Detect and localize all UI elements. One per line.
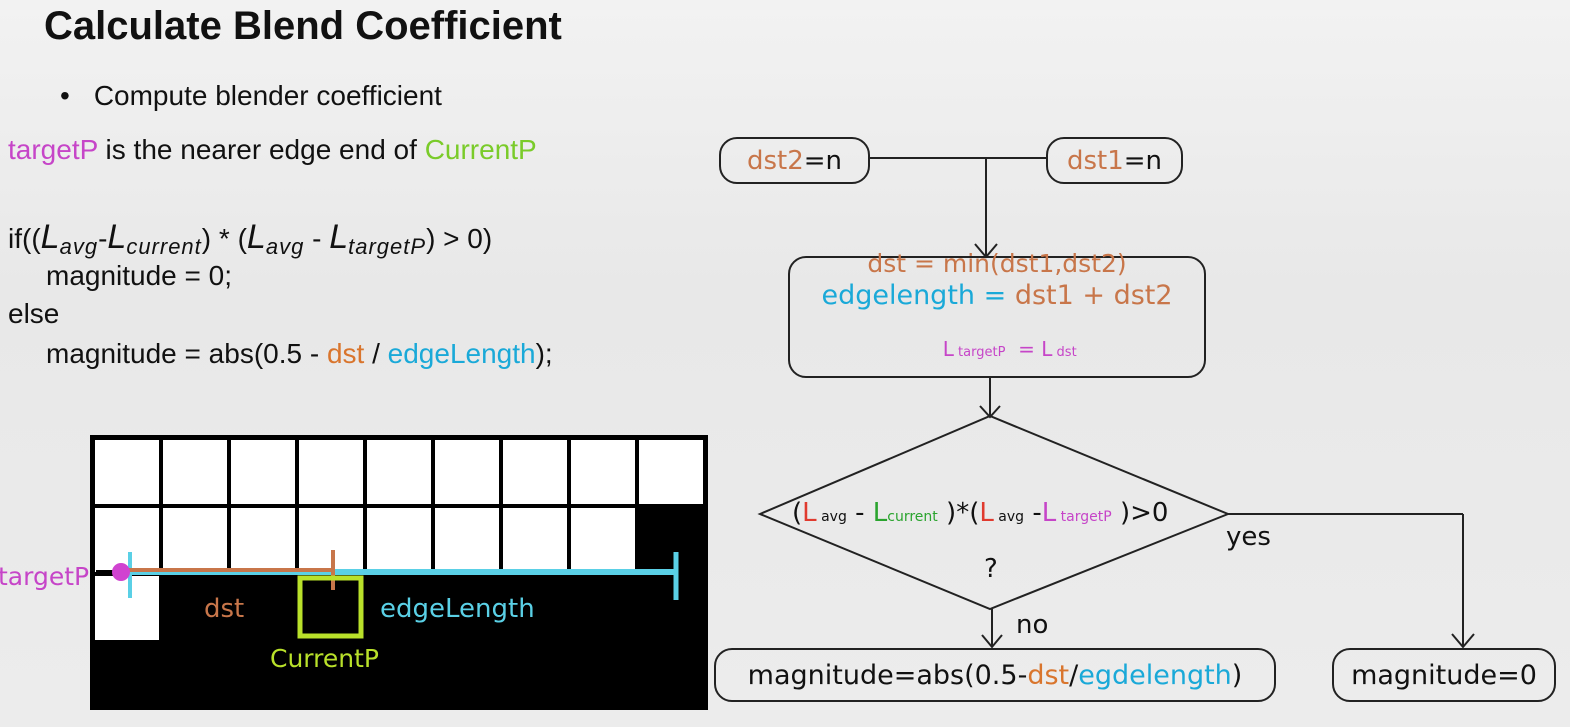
condition-expression: (L avg - Lcurrent )*(L avg -L targetP )>… (792, 498, 1168, 528)
calc-edge-eq: = (975, 280, 1015, 311)
calc-edge-word: edgelength (821, 280, 976, 311)
code-mid: ) * ( (201, 223, 247, 254)
code-line-else: else (8, 298, 60, 329)
code-l-avg-2: L (246, 218, 266, 256)
no-label: no (1016, 610, 1049, 640)
dst1-label: dst1 (1066, 145, 1124, 176)
calc-line-ltarget: L targetP = L dst (917, 313, 1077, 385)
cond-close: )>0 (1111, 498, 1169, 528)
bullet-marker: • (60, 80, 70, 111)
description-line: targetP is the nearer edge end of Curren… (8, 134, 537, 166)
code-minus-2: - (304, 223, 330, 254)
condition-question: ? (984, 554, 998, 584)
cond-sub-current: current (887, 509, 938, 525)
cond-mid: )*( (937, 498, 980, 528)
dst2-label: dst2 (746, 145, 804, 176)
description-middle: is the nearer edge end of (97, 134, 425, 165)
mag-abs-slash: / (1069, 659, 1079, 691)
code-abs-edge: edgeLength (387, 338, 536, 369)
cond-open: ( (792, 498, 803, 528)
code-l-current: L (107, 218, 127, 256)
dst1-box: dst1=n (1046, 137, 1183, 184)
grid-target-label: targetP (0, 562, 89, 591)
calc-line-edgelength: edgelength = dst1 + dst2 (821, 280, 1172, 311)
grid-edge-label: edgeLength (380, 594, 535, 624)
yes-label: yes (1226, 522, 1271, 552)
target-point-dot (112, 563, 130, 581)
calc-sub-target: targetP (953, 345, 1006, 360)
code-abs-dst: dst (326, 338, 365, 369)
cond-sub-avg: avg (816, 509, 847, 525)
mag-abs-prefix: magnitude=abs(0.5- (747, 659, 1028, 691)
calc-edge-sum: dst1 + dst2 (1014, 280, 1173, 311)
mag-abs-edge: egdelength (1078, 659, 1232, 691)
code-abs-prefix: magnitude = abs(0.5 - (46, 338, 327, 369)
current-cell-marker (297, 575, 364, 639)
white-cells (95, 440, 703, 640)
code-if-suffix: ) > 0) (426, 223, 493, 254)
grid-current-label: CurrentP (270, 644, 379, 673)
cond-l-target: L (1041, 498, 1057, 528)
dst1-value: =n (1123, 145, 1163, 176)
code-l-avg: L (40, 218, 60, 256)
code-sub-current: current (126, 234, 202, 259)
calc-sub-dst: dst (1052, 345, 1077, 360)
grid-dst-label: dst (204, 594, 244, 624)
calc-box: dst = min(dst1,dst2) edgelength = dst1 +… (788, 249, 1206, 378)
calc-line-min: dst = min(dst1,dst2) (867, 249, 1127, 278)
mag-abs-suffix: ) (1231, 659, 1243, 691)
code-line-if: if((Lavg-Lcurrent) * (Lavg - LtargetP) >… (8, 218, 492, 260)
calc-l-dst: L (1041, 337, 1053, 361)
bullet-text: Compute blender coefficient (93, 80, 442, 111)
cond-minus: - (846, 498, 873, 528)
code-line-magnitude-abs: magnitude = abs(0.5 - dst / edgeLength); (46, 338, 553, 370)
code-abs-slash: / (364, 338, 388, 369)
calc-l-target: L (942, 337, 954, 361)
code-abs-suffix: ); (535, 338, 553, 369)
cond-l-avg: L (802, 498, 817, 528)
bullet-point: • Compute blender coefficient (60, 80, 442, 112)
calc-l-eq: = (1005, 337, 1042, 361)
magnitude-zero-box: magnitude=0 (1332, 648, 1556, 702)
dst2-box: dst2=n (719, 137, 870, 184)
target-word: targetP (8, 134, 98, 165)
cond-sub-avg-2: avg (993, 509, 1025, 525)
cond-minus-2: - (1024, 498, 1042, 528)
code-sub-avg: avg (59, 234, 99, 259)
page-title: Calculate Blend Coefficient (44, 4, 562, 48)
code-if-prefix: if(( (8, 223, 41, 254)
current-word: CurrentP (424, 134, 537, 165)
code-sub-avg-2: avg (265, 234, 305, 259)
mag-abs-dst: dst (1027, 659, 1070, 691)
cond-l-avg-2: L (979, 498, 994, 528)
cond-l-current: L (872, 498, 888, 528)
code-line-magnitude-zero: magnitude = 0; (46, 260, 233, 291)
code-minus: - (98, 223, 108, 254)
code-l-target: L (329, 218, 349, 256)
magnitude-abs-box: magnitude=abs(0.5-dst/egdelength) (714, 648, 1276, 702)
code-sub-target: targetP (348, 234, 427, 259)
grid-diagram: targetP dst edgeLength CurrentP (0, 435, 708, 710)
cond-sub-target: targetP (1056, 509, 1112, 525)
dst2-value: =n (803, 145, 843, 176)
